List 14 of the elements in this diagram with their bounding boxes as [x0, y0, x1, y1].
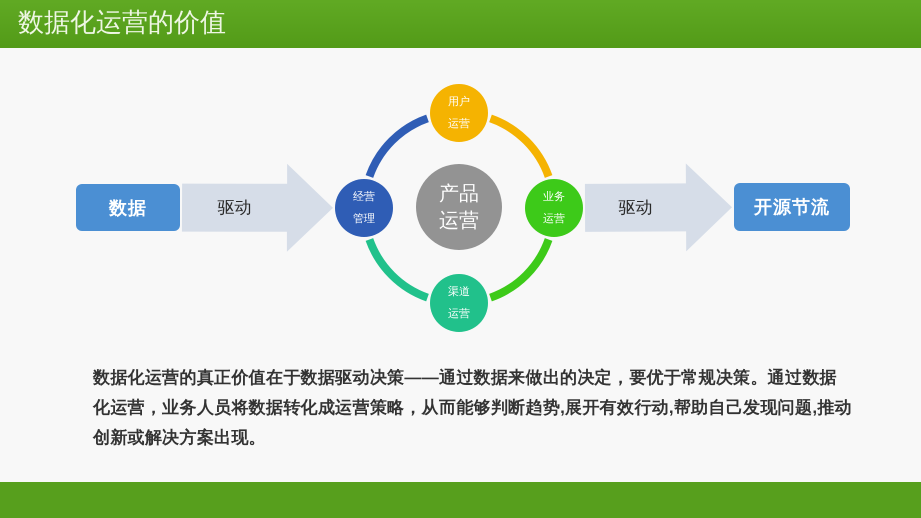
circle-node: 渠道运营 [430, 274, 488, 332]
ring-arc [366, 238, 430, 302]
circle-node: 业务运营 [525, 179, 583, 237]
center-circle: 产品运营 [416, 164, 502, 250]
circle-node: 用户运营 [430, 84, 488, 142]
slide-title: 数据化运营的价值 [18, 7, 226, 39]
block-arrow [584, 163, 732, 252]
rounded-box: 数据 [76, 184, 180, 231]
body-paragraph: 数据化运营的真正价值在于数据驱动决策——通过数据来做出的决定，要优于常规决策。通过数据化运营，业务人员将数据转化成运营策略，从而能够判断趋势,展开有效行动,帮助自己发现问题,推动创新或解决方案出现。 [93, 367, 853, 449]
ring-arc [366, 114, 430, 178]
block-arrow [182, 164, 333, 252]
rounded-box: 开源节流 [734, 183, 850, 231]
ring-arc [488, 238, 552, 302]
circle-node: 经营管理 [335, 179, 393, 237]
